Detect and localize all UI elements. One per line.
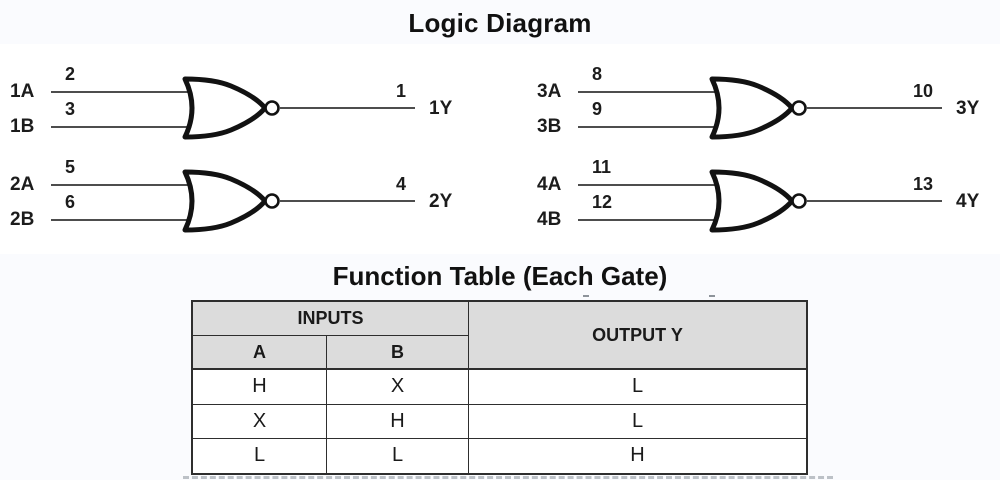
gate2-output-label: 2Y	[429, 191, 453, 212]
table-cell-r2-b: H	[327, 404, 469, 439]
table-cell-r2-y: L	[469, 405, 806, 439]
gate3-input-a-pin: 8	[592, 64, 603, 84]
gate4-output-wire	[807, 200, 942, 202]
gate1-input-a-pin: 2	[65, 64, 76, 84]
gate3-input-a-wire	[578, 91, 730, 93]
gate3-output-label: 3Y	[956, 98, 980, 119]
nor-gate-3: 3A 3B 8 9 10 3Y	[527, 60, 997, 155]
nor-gate-symbol-icon	[182, 169, 280, 233]
table-cell-r1-b: X	[327, 370, 469, 405]
gate3-output-pin: 10	[912, 81, 933, 101]
nor-gate-symbol-icon	[709, 76, 807, 140]
gate2-input-b-label: 2B	[10, 209, 35, 230]
inversion-bubble-icon	[264, 193, 280, 209]
gate4-output-label: 4Y	[956, 191, 980, 212]
gate2-output-pin: 4	[395, 174, 406, 194]
gate4-output-pin: 13	[912, 174, 933, 194]
gate4-input-b-label: 4B	[537, 209, 562, 230]
gate3-input-b-pin: 9	[592, 99, 603, 119]
gate2-output-wire	[280, 200, 415, 202]
table-cell-r3-y: H	[630, 444, 645, 467]
gate3-input-a-label: 3A	[537, 81, 562, 102]
gate1-output-label: 1Y	[429, 98, 453, 119]
inversion-bubble-icon	[791, 100, 807, 116]
gate3-output-wire	[807, 107, 942, 109]
nor-gate-1: 1A 1B 2 3 1 1Y	[0, 60, 470, 155]
gate4-input-b-pin: 12	[592, 192, 613, 212]
gate2-input-a-wire	[51, 184, 203, 186]
gate1-input-b-pin: 3	[65, 99, 76, 119]
table-cell-r1-a: H	[193, 370, 327, 405]
inversion-bubble-icon	[791, 193, 807, 209]
nor-gate-symbol-icon	[182, 76, 280, 140]
scan-artifact-dot	[583, 295, 589, 297]
gate2-input-a-label: 2A	[10, 174, 35, 195]
gate2-input-a-pin: 5	[65, 157, 76, 177]
gate4-input-a-label: 4A	[537, 174, 562, 195]
column-b-header-cell: B	[327, 336, 469, 371]
gate1-input-a-label: 1A	[10, 81, 35, 102]
inputs-header-cell: INPUTS	[193, 302, 469, 337]
gate3-input-b-label: 3B	[537, 116, 562, 137]
gate2-input-b-wire	[51, 219, 203, 221]
gate3-input-b-wire	[578, 126, 730, 128]
gate1-input-b-wire	[51, 126, 203, 128]
function-table-title: Function Table (Each Gate)	[332, 261, 668, 291]
page-title: Logic Diagram	[408, 8, 592, 38]
table-cell-r3-a: L	[193, 438, 327, 473]
column-a-header-cell: A	[193, 336, 327, 371]
function-table: INPUTS OUTPUT Y A B H X L X H L L L H	[191, 300, 808, 475]
output-header-cell: OUTPUT Y	[469, 302, 806, 371]
table-cell-r1-y: L	[469, 370, 806, 405]
gate4-input-a-wire	[578, 184, 730, 186]
gate2-input-b-pin: 6	[65, 192, 76, 212]
table-cell-r2-a: X	[193, 404, 327, 439]
nor-gate-2: 2A 2B 5 6 4 2Y	[0, 153, 470, 248]
gate1-input-a-wire	[51, 91, 203, 93]
inversion-bubble-icon	[264, 100, 280, 116]
scan-artifact-dot	[709, 295, 715, 297]
gate4-input-a-pin: 11	[592, 157, 612, 177]
scan-artifact-dashed-line	[183, 476, 833, 479]
table-cell-r3-b: L	[327, 438, 469, 473]
nor-gate-symbol-icon	[709, 169, 807, 233]
title-band	[0, 0, 1000, 44]
gate1-input-b-label: 1B	[10, 116, 35, 137]
nor-gate-4: 4A 4B 11 12 13 4Y	[527, 153, 997, 248]
gate1-output-wire	[280, 107, 415, 109]
gate1-output-pin: 1	[395, 81, 406, 101]
gate4-input-b-wire	[578, 219, 730, 221]
